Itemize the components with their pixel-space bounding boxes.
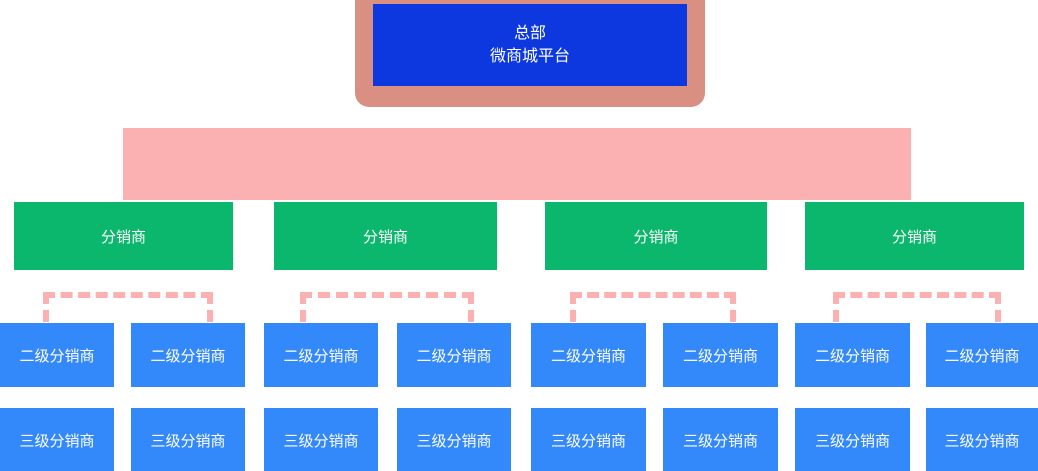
- second-level-distributor-node[interactable]: 二级分销商: [264, 323, 378, 387]
- third-level-distributor-label: 三级分销商: [150, 432, 226, 450]
- second-level-distributor-node[interactable]: 二级分销商: [0, 323, 114, 387]
- distributor-node[interactable]: 分销商: [805, 202, 1024, 270]
- third-level-distributor-node[interactable]: 三级分销商: [131, 408, 245, 471]
- third-level-distributor-label: 三级分销商: [814, 432, 890, 450]
- headquarters-node[interactable]: 总部 微商城平台: [373, 4, 687, 86]
- second-level-distributor-node[interactable]: 二级分销商: [795, 323, 910, 387]
- headquarters-connector-bar: [123, 128, 911, 200]
- second-level-distributor-label: 二级分销商: [550, 347, 626, 365]
- headquarters-frame: 总部 微商城平台: [355, 0, 705, 107]
- distributor-node[interactable]: 分销商: [545, 202, 767, 270]
- third-level-distributor-node[interactable]: 三级分销商: [397, 408, 511, 471]
- third-level-distributor-label: 三级分销商: [682, 432, 758, 450]
- third-level-distributor-label: 三级分销商: [550, 432, 626, 450]
- distributor-node[interactable]: 分销商: [14, 202, 233, 270]
- second-level-distributor-label: 二级分销商: [19, 347, 95, 365]
- second-level-distributor-label: 二级分销商: [682, 347, 758, 365]
- second-level-distributor-label: 二级分销商: [944, 347, 1020, 365]
- second-level-distributor-label: 二级分销商: [416, 347, 492, 365]
- second-level-distributor-node[interactable]: 二级分销商: [663, 323, 778, 387]
- third-level-distributor-node[interactable]: 三级分销商: [926, 408, 1038, 471]
- second-level-distributor-label: 二级分销商: [283, 347, 359, 365]
- third-level-distributor-label: 三级分销商: [416, 432, 492, 450]
- second-level-distributor-node[interactable]: 二级分销商: [531, 323, 646, 387]
- third-level-distributor-node[interactable]: 三级分销商: [531, 408, 646, 471]
- third-level-distributor-label: 三级分销商: [283, 432, 359, 450]
- dashed-bracket-connector: [833, 292, 1001, 322]
- third-level-distributor-label: 三级分销商: [19, 432, 95, 450]
- second-level-distributor-label: 二级分销商: [150, 347, 226, 365]
- second-level-distributor-node[interactable]: 二级分销商: [926, 323, 1038, 387]
- third-level-distributor-node[interactable]: 三级分销商: [795, 408, 910, 471]
- dashed-bracket-connector: [300, 292, 474, 322]
- second-level-distributor-label: 二级分销商: [814, 347, 890, 365]
- dashed-bracket-connector: [570, 292, 736, 322]
- distributor-node-label: 分销商: [891, 228, 937, 246]
- distributor-node-label: 分销商: [362, 228, 408, 246]
- second-level-distributor-node[interactable]: 二级分销商: [397, 323, 511, 387]
- distributor-node[interactable]: 分销商: [274, 202, 497, 270]
- distributor-node-label: 分销商: [100, 228, 146, 246]
- third-level-distributor-node[interactable]: 三级分销商: [663, 408, 778, 471]
- second-level-distributor-node[interactable]: 二级分销商: [131, 323, 245, 387]
- distributor-node-label: 分销商: [633, 228, 679, 246]
- third-level-distributor-node[interactable]: 三级分销商: [264, 408, 378, 471]
- dashed-bracket-connector: [43, 292, 213, 322]
- third-level-distributor-node[interactable]: 三级分销商: [0, 408, 114, 471]
- headquarters-title: 总部: [513, 24, 546, 42]
- headquarters-subtitle: 微商城平台: [489, 48, 570, 65]
- third-level-distributor-label: 三级分销商: [944, 432, 1020, 450]
